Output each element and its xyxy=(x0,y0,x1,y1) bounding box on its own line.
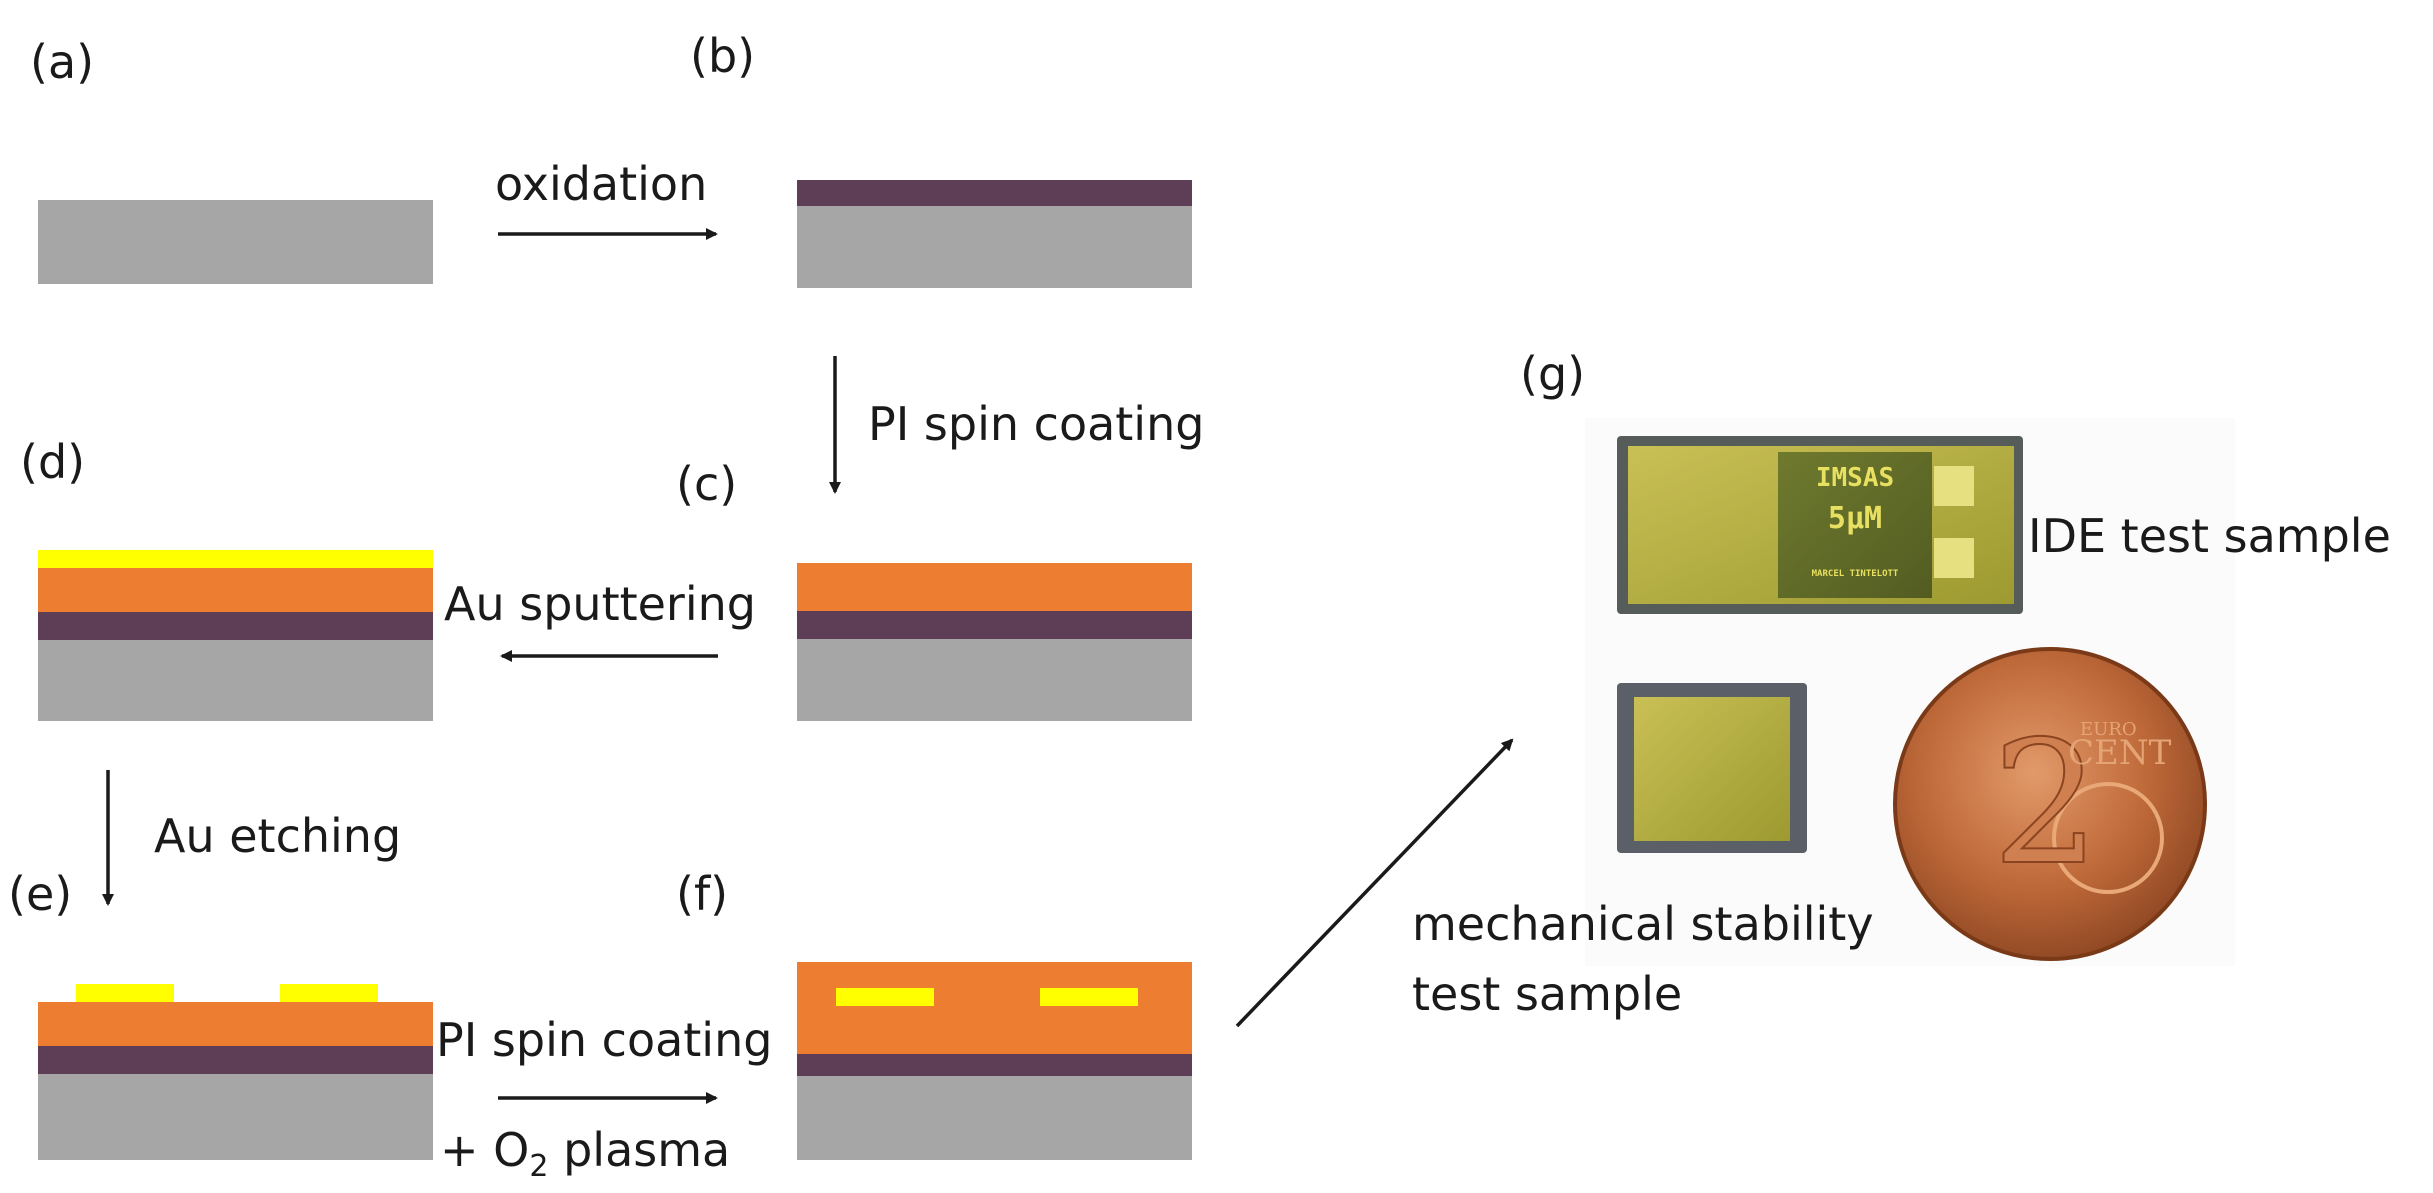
panel-label-c: (c) xyxy=(676,457,737,511)
o2-plasma-subscript: 2 xyxy=(529,1149,548,1184)
step-label-pi-spin-coating-1: PI spin coating xyxy=(868,397,1204,451)
panel-label-e: (e) xyxy=(8,867,72,921)
ide-test-sample-label: IDE test sample xyxy=(2028,509,2391,563)
ide-chip-pad-1 xyxy=(1934,466,1974,506)
oxide-layer xyxy=(797,611,1192,639)
panel-label-a: (a) xyxy=(30,35,94,89)
wafer-stack-a xyxy=(38,200,433,284)
photo-panel-g: IMSAS 5µM MARCEL TINTELOTT 2 EURO CENT I… xyxy=(1412,418,2391,1021)
coin-value: 2 xyxy=(1992,705,2100,903)
substrate-layer xyxy=(38,1074,433,1160)
substrate-layer xyxy=(38,640,433,721)
wafer-stack-c xyxy=(797,563,1192,721)
substrate-layer xyxy=(797,206,1192,288)
ide-chip-label-area xyxy=(1778,452,1932,598)
step-label-o2-plasma: + O2 plasma xyxy=(440,1123,730,1184)
wafer-stack-e xyxy=(38,984,433,1160)
gold-electrode-1 xyxy=(76,984,174,1002)
gold-layer xyxy=(38,550,433,568)
polyimide-layer xyxy=(38,1002,433,1046)
panel-label-f: (f) xyxy=(676,867,728,921)
coin-text-bottom: CENT xyxy=(2068,733,2172,773)
two-cent-coin: 2 EURO CENT xyxy=(1893,647,2207,961)
wafer-stack-d xyxy=(38,550,433,721)
gold-electrode-1 xyxy=(836,988,934,1006)
ide-chip-text-line3: MARCEL TINTELOTT xyxy=(1812,569,1899,579)
mech-sample-label-line1: mechanical stability xyxy=(1412,897,1874,951)
wafer-stack-b xyxy=(797,180,1192,288)
o2-plasma-prefix: + O xyxy=(440,1123,529,1177)
substrate-layer xyxy=(797,1076,1192,1160)
coin-text-top: EURO xyxy=(2080,719,2137,740)
oxide-layer xyxy=(38,1046,433,1074)
mechanical-stability-chip xyxy=(1617,683,1807,853)
polyimide-layer xyxy=(797,962,1192,1054)
panel-label-b: (b) xyxy=(690,29,755,83)
mech-chip-gold-area xyxy=(1634,697,1790,841)
mech-sample-label-line2: test sample xyxy=(1412,967,1682,1021)
wafer-stack-f xyxy=(797,962,1192,1160)
oxide-layer xyxy=(38,612,433,640)
substrate-layer xyxy=(797,639,1192,721)
substrate-layer xyxy=(38,200,433,284)
ide-chip-text-line2: 5µM xyxy=(1828,501,1882,536)
ide-chip-text-line1: IMSAS xyxy=(1816,463,1894,493)
ide-test-chip: IMSAS 5µM MARCEL TINTELOTT xyxy=(1617,436,2023,614)
gold-electrode-2 xyxy=(1040,988,1138,1006)
polyimide-layer xyxy=(797,563,1192,611)
o2-plasma-suffix: plasma xyxy=(548,1123,730,1177)
polyimide-layer xyxy=(38,568,433,612)
step-label-au-etching: Au etching xyxy=(154,809,401,863)
step-label-au-sputtering: Au sputtering xyxy=(444,577,756,631)
coin-globe xyxy=(2052,782,2164,894)
step-label-oxidation: oxidation xyxy=(495,157,707,211)
panel-label-d: (d) xyxy=(20,435,85,489)
oxide-layer xyxy=(797,180,1192,206)
ide-chip-pad-2 xyxy=(1934,538,1974,578)
coin-body xyxy=(1893,647,2207,961)
gold-electrode-2 xyxy=(280,984,378,1002)
step-label-pi-spin-coating-2: PI spin coating xyxy=(436,1013,772,1067)
arrow-to-photo xyxy=(1235,738,1514,1028)
panel-label-g: (g) xyxy=(1520,347,1585,401)
oxide-layer xyxy=(797,1054,1192,1076)
